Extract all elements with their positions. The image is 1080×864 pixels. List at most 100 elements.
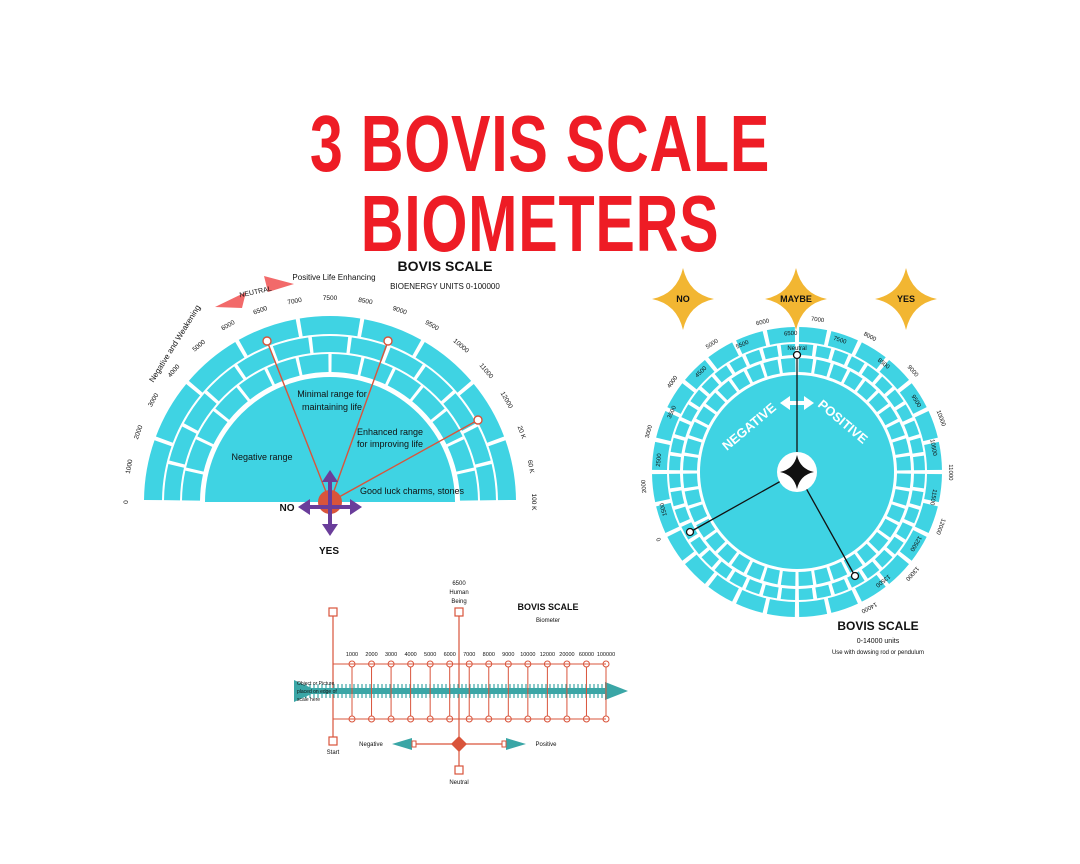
semicircle-tick-label: 10000 [452,338,471,355]
circle-band-cell [924,473,942,503]
circle-band-cell [685,554,715,584]
semicircle-band-cell [387,369,421,400]
circle-band-cell [684,438,702,455]
circle-band-cell [827,589,858,613]
zone-minimal-label-1: Minimal range for [297,389,367,399]
circle-band-cell [895,473,911,489]
circle-band-cell [729,571,747,588]
semicircle-band-cell [186,439,213,472]
circle-band-cell [861,365,880,383]
circle-band-cell [924,441,942,471]
semicircle-band-cell [447,439,474,472]
circle-band-cell [670,437,685,454]
neutral-label: Neutral [449,780,468,786]
linear-tick-label: 20000 [559,652,574,658]
circle-band-cell [669,455,681,471]
circle-band-cell [868,392,889,413]
circle-band-cell [914,411,938,442]
circle-band-cell [669,473,681,489]
semicircle-tick-label: 60 K [526,459,535,474]
semicircle-band-cell [415,341,472,393]
linear-tick-label: 4000 [404,652,416,658]
circle-band-cell [874,549,893,568]
linear-tick-label: 100000 [597,652,615,658]
semicircle-band-cell [457,470,478,501]
linear-tick-label: 5000 [424,652,436,658]
circle-band-cell [899,383,927,414]
circle-band-cell [690,536,708,555]
circle-tick-label: 2000 [641,479,648,494]
circle-band-cell [814,567,831,585]
circle-tick-label: 7500 [832,336,847,346]
circle-band-cell [762,345,779,360]
circle-band-cell [847,356,865,373]
circle-band-cell [714,365,733,383]
semicircle-tick-label: 0 [123,500,130,504]
semicircle-tick-label: 1000 [125,459,134,475]
semicircle-tick-label: 7500 [323,295,338,302]
circle-band-cell [861,561,880,579]
circle-band-cell [855,342,886,370]
semicircle-tick-label: 2000 [133,424,145,440]
circle-band-cell [681,404,698,422]
semicircle-band-cell [267,358,300,385]
circle-band-cell [843,553,863,573]
circle-band-cell [701,376,720,395]
circle-band-cell [708,342,739,370]
circle-band-cell [831,349,849,365]
semicircle-band-cell [239,369,273,400]
circle-band-cell [652,441,670,471]
circle-heading: BOVIS SCALE [837,619,918,633]
circle-band-cell [815,584,832,599]
circle-band-cell [878,406,898,426]
circle-band-cell [780,570,796,586]
neutral-arrow-right-icon [264,276,294,292]
circle-band-cell [896,404,913,422]
circle-band-cell [886,421,905,440]
circle-tick-label: 6000 [756,318,771,327]
circle-band-cell [736,589,767,613]
circle-band-cell [815,345,832,360]
zone-good-label: Good luck charms, stones [360,486,465,496]
circle-tick-label: 10500 [928,439,937,457]
circle-band-cell [674,420,690,438]
star-yes-icon [875,268,937,330]
semicircle-bands [144,315,516,501]
circle-band-cell [895,455,911,471]
semicircle-tick-label: 3000 [147,392,160,408]
circle-band-cell [914,502,938,533]
semicircle-band-cell [299,315,361,337]
semicircle-band-cell [164,464,184,501]
circle-tick-label: 14000 [859,601,877,614]
circle-tick-label: 5500 [735,340,750,351]
neutral-label: Neutral [787,346,806,352]
circle-band-cell [798,599,828,617]
semicircle-tick-label: 100 K [530,494,537,512]
circle-band-cell [798,570,814,586]
circle-needles [685,350,860,581]
answer-stars: NO MAYBE YES [652,268,937,330]
circle-band-cell [766,327,796,345]
semicircle-band-cell [298,354,329,375]
negative-arrow-icon [392,738,412,750]
circle-band-cell [690,389,708,408]
circle-band-cell [729,356,747,373]
semicircle-band-cell [206,366,244,402]
linear-heading: BOVIS SCALE [517,602,578,612]
circle-band-cell [909,437,924,454]
human-top-marker [454,607,464,617]
circle-units: 0-14000 units [857,638,900,645]
circle-band-cell [886,504,905,523]
circle-band-cell [763,359,780,377]
semicircle-band-cell [331,354,362,375]
semicircle-band-cell [183,393,217,431]
circle-tick-label: 1500 [659,501,669,516]
circle-band-cell [684,489,702,506]
circle-note: Use with dowsing rod or pendulum [832,650,924,656]
star-maybe-label: MAYBE [780,294,812,304]
yes-label: YES [319,546,339,557]
semicircle-band-cell [215,387,248,420]
circle-band-cell [886,536,904,555]
semicircle-band-cell [144,440,172,501]
